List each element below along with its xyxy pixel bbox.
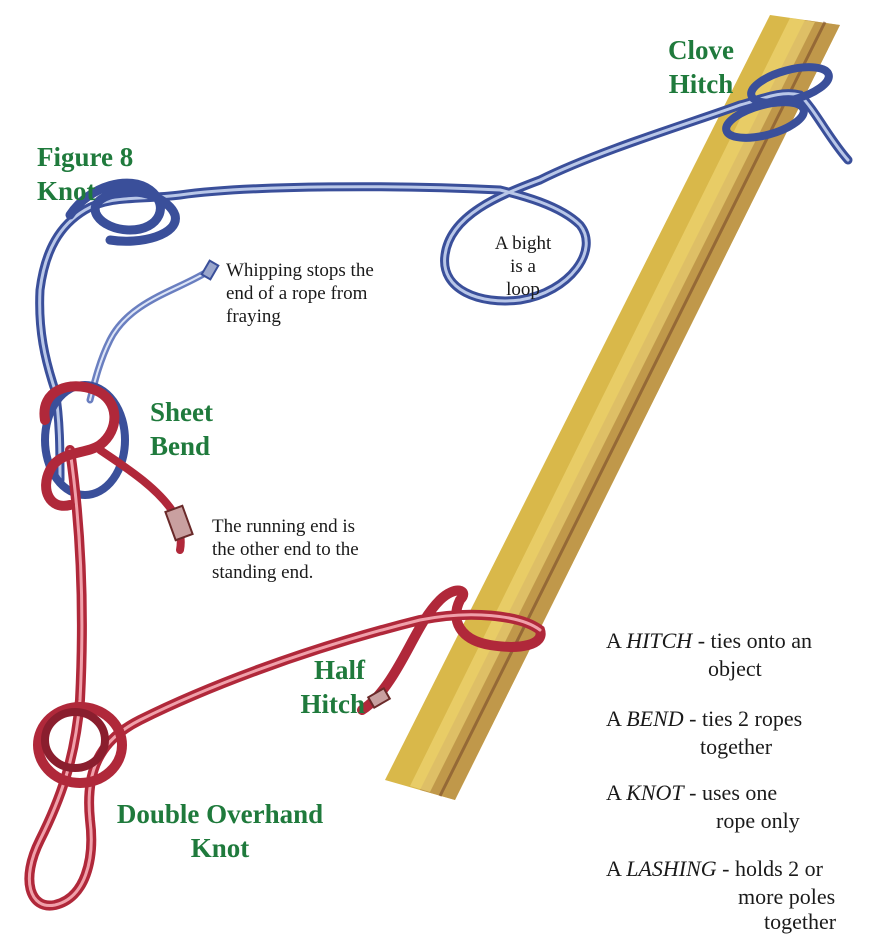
definition-continuation: rope only [606,807,868,835]
half-hitch-label-line2: Hitch [285,687,365,721]
double-overhand-label: Double Overhand Knot [105,797,335,865]
definition-text: - holds 2 or [717,856,823,881]
definition-prefix: A [606,780,626,805]
whipping-note: Whipping stops the end of a rope from fr… [226,259,374,328]
whipping-note-line2: end of a rope from [226,282,374,305]
definition-lashing: A LASHING - holds 2 or more poles togeth… [606,855,872,933]
half-hitch-label-line1: Half [285,653,365,687]
whipped-end [165,506,192,540]
definition-continuation: together [606,733,868,761]
sheet-bend-label-line1: Sheet [150,395,213,429]
definition-bend: A BEND - ties 2 ropes together [606,705,868,761]
definition-term: LASHING [626,856,716,881]
definition-text: - ties 2 ropes [684,706,803,731]
definition-continuation: object [606,655,868,683]
clove-hitch-label-line1: Clove [668,33,734,67]
clove-hitch-label-line2: Hitch [668,67,734,101]
definition-prefix: A [606,856,626,881]
running-end-note-line2: the other end to the [212,538,359,561]
bight-note: A bight is a loop [477,232,569,301]
bight-note-line2: is a [477,255,569,278]
definition-term: HITCH [626,628,692,653]
double-overhand-label-line2: Knot [105,831,335,865]
definition-knot: A KNOT - uses one rope only [606,779,868,835]
rope-end [368,688,390,707]
definition-continuation: more poles [606,883,872,911]
definition-hitch: A HITCH - ties onto an object [606,627,868,683]
running-end-note: The running end is the other end to the … [212,515,359,584]
sheet-bend-label-line2: Bend [150,429,213,463]
definition-text: - ties onto an [692,628,812,653]
half-hitch-label: Half Hitch [285,653,365,721]
clove-hitch-label: Clove Hitch [668,33,734,101]
definition-prefix: A [606,706,626,731]
figure8-label: Figure 8 Knot [37,140,133,208]
figure8-label-line2: Knot [37,174,133,208]
bight-note-line3: loop [477,278,569,301]
double-overhand-label-line1: Double Overhand [105,797,335,831]
definition-term: BEND [626,706,683,731]
definition-text: - uses one [684,780,777,805]
whipping-note-line3: fraying [226,305,374,328]
definition-term: KNOT [626,780,683,805]
figure8-label-line1: Figure 8 [37,140,133,174]
bight-note-line1: A bight [477,232,569,255]
whipping-note-line1: Whipping stops the [226,259,374,282]
running-end-note-line1: The running end is [212,515,359,538]
definition-prefix: A [606,628,626,653]
rope-end [202,261,219,280]
definition-continuation-2: together [606,911,872,933]
sheet-bend-label: Sheet Bend [150,395,213,463]
running-end-note-line3: standing end. [212,561,359,584]
